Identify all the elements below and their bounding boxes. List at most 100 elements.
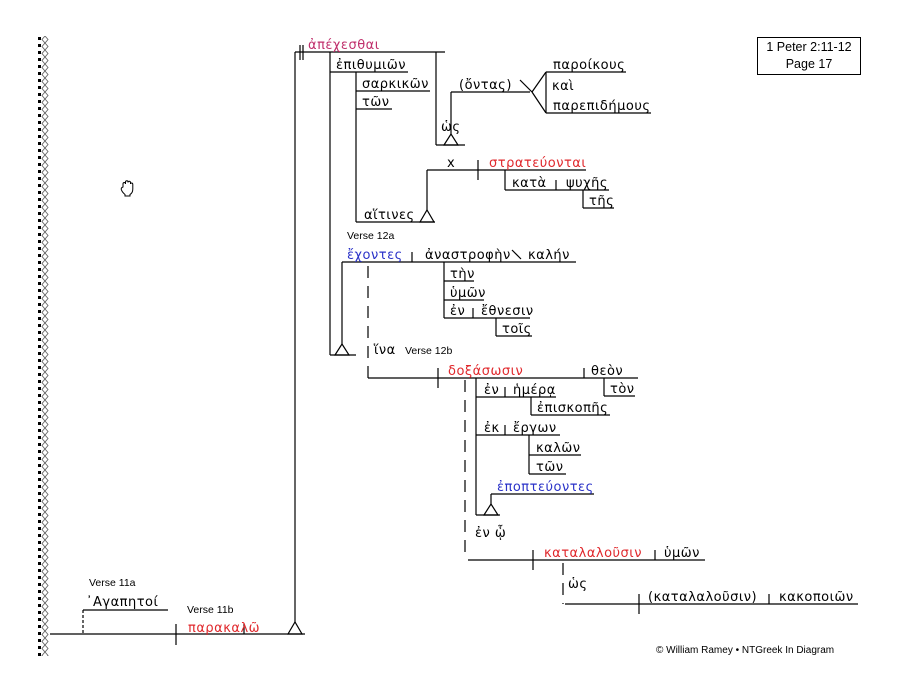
verse-12b-label: Verse 12b <box>405 345 452 357</box>
binding-hole <box>38 450 41 453</box>
complement-slash <box>519 79 533 93</box>
binding-hole <box>38 107 41 110</box>
binding-hole <box>38 191 41 194</box>
reference-passage: 1 Peter 2:11-12 <box>766 40 852 54</box>
complement-slash-12a <box>511 249 522 260</box>
binding-hole <box>38 590 41 593</box>
binding-hole <box>38 177 41 180</box>
binding-hole <box>38 149 41 152</box>
object-clause-pedestal <box>286 620 304 635</box>
word-katalalousin: καταλαλοῦσιν <box>544 546 642 561</box>
binding-hole <box>38 646 41 649</box>
binding-hole <box>38 639 41 642</box>
binding-hole <box>38 548 41 551</box>
word-epopteuontes: ἐποπτεύοντες <box>497 480 594 495</box>
binding-hole <box>38 380 41 383</box>
word-parakalo: παρακαλῶ <box>188 621 260 636</box>
binding-hole <box>38 247 41 250</box>
word-ethnesin: ἔθνεσιν <box>481 304 534 319</box>
word-doxasosin: δοξάσωσιν <box>448 364 523 379</box>
verse-11a-label: Verse 11a <box>89 577 136 589</box>
word-tes: τῆς <box>589 194 614 209</box>
binding-hole <box>38 156 41 159</box>
binding-hole <box>38 121 41 124</box>
binding-hole <box>38 506 41 509</box>
binding-hole <box>38 611 41 614</box>
binding-hole <box>38 184 41 187</box>
binding-hole <box>38 443 41 446</box>
spiral-binding-graphic <box>38 35 49 660</box>
binding-hole <box>38 576 41 579</box>
binding-hole <box>38 492 41 495</box>
binding-hole <box>38 653 41 656</box>
copyright-footer: © William Ramey • NTGreek In Diagram <box>656 645 835 656</box>
binding-hole <box>38 345 41 348</box>
word-sarkikon: σαρκικῶν <box>362 77 429 92</box>
reference-box: 1 Peter 2:11-12 Page 17 <box>757 37 861 75</box>
word-hos-2: ὡς <box>568 577 588 592</box>
word-tois: τοῖς <box>502 322 532 337</box>
binding-hole <box>38 625 41 628</box>
binding-hole <box>38 289 41 292</box>
binding-hole <box>38 422 41 425</box>
binding-hole <box>38 408 41 411</box>
binding-hole <box>38 296 41 299</box>
word-ergon: ἔργων <box>513 421 557 436</box>
binding-hole <box>38 534 41 537</box>
binding-hole <box>38 471 41 474</box>
binding-hole <box>38 464 41 467</box>
hos-pedestal <box>442 132 460 146</box>
binding-hole <box>38 114 41 117</box>
word-parepidemous: παρεπιδήμους <box>553 99 650 114</box>
word-en-1: ἐν <box>450 304 465 319</box>
word-hina: ἵνα <box>373 343 396 358</box>
binding-hole <box>38 233 41 236</box>
binding-hole <box>38 317 41 320</box>
word-agapetoi: ᾿Αγαπητοί <box>86 595 159 610</box>
word-anastrophen: ἀναστροφὴν <box>425 248 511 263</box>
hand-grab-cursor-icon <box>118 178 138 198</box>
echontes-pedestal <box>333 342 351 356</box>
binding-hole <box>38 212 41 215</box>
word-kalen: καλήν <box>528 248 570 263</box>
binding-hole <box>38 569 41 572</box>
verse-12a-label: Verse 12a <box>347 230 394 242</box>
binding-hole <box>38 604 41 607</box>
binding-hole <box>38 86 41 89</box>
binding-hole <box>38 485 41 488</box>
binding-hole <box>38 93 41 96</box>
binding-hole <box>38 555 41 558</box>
binding-hole <box>38 65 41 68</box>
word-ton-3: τῶν <box>536 460 563 475</box>
word-episkopes: ἐπισκοπῆς <box>537 401 608 416</box>
binding-hole <box>38 72 41 75</box>
word-ton-1: τῶν <box>362 95 389 110</box>
word-ton-2: τὸν <box>610 382 635 397</box>
word-en-ho: ἐν ᾧ <box>475 526 506 541</box>
binding-hole <box>38 303 41 306</box>
binding-hole <box>38 44 41 47</box>
binding-hole <box>38 597 41 600</box>
binding-hole <box>38 394 41 397</box>
binding-hole <box>38 401 41 404</box>
binding-hole <box>38 37 41 40</box>
reference-page: Page 17 <box>785 57 833 71</box>
word-hymon-2: ὑμῶν <box>664 546 700 561</box>
binding-hole <box>38 135 41 138</box>
binding-hole <box>38 310 41 313</box>
word-kai: καὶ <box>552 79 574 94</box>
word-hemera: ἡμέρᾳ <box>513 383 556 398</box>
binding-hole <box>38 499 41 502</box>
spiral-binding <box>38 35 50 660</box>
binding-hole <box>38 128 41 131</box>
binding-hole <box>38 632 41 635</box>
binding-hole <box>38 415 41 418</box>
binding-hole <box>38 205 41 208</box>
binding-hole <box>38 513 41 516</box>
word-epithymion: ἐπιθυμιῶν <box>336 58 406 73</box>
binding-hole <box>38 527 41 530</box>
binding-hole <box>38 58 41 61</box>
binding-hole <box>38 387 41 390</box>
word-psyches: ψυχῆς <box>566 176 608 191</box>
binding-hole <box>38 618 41 621</box>
